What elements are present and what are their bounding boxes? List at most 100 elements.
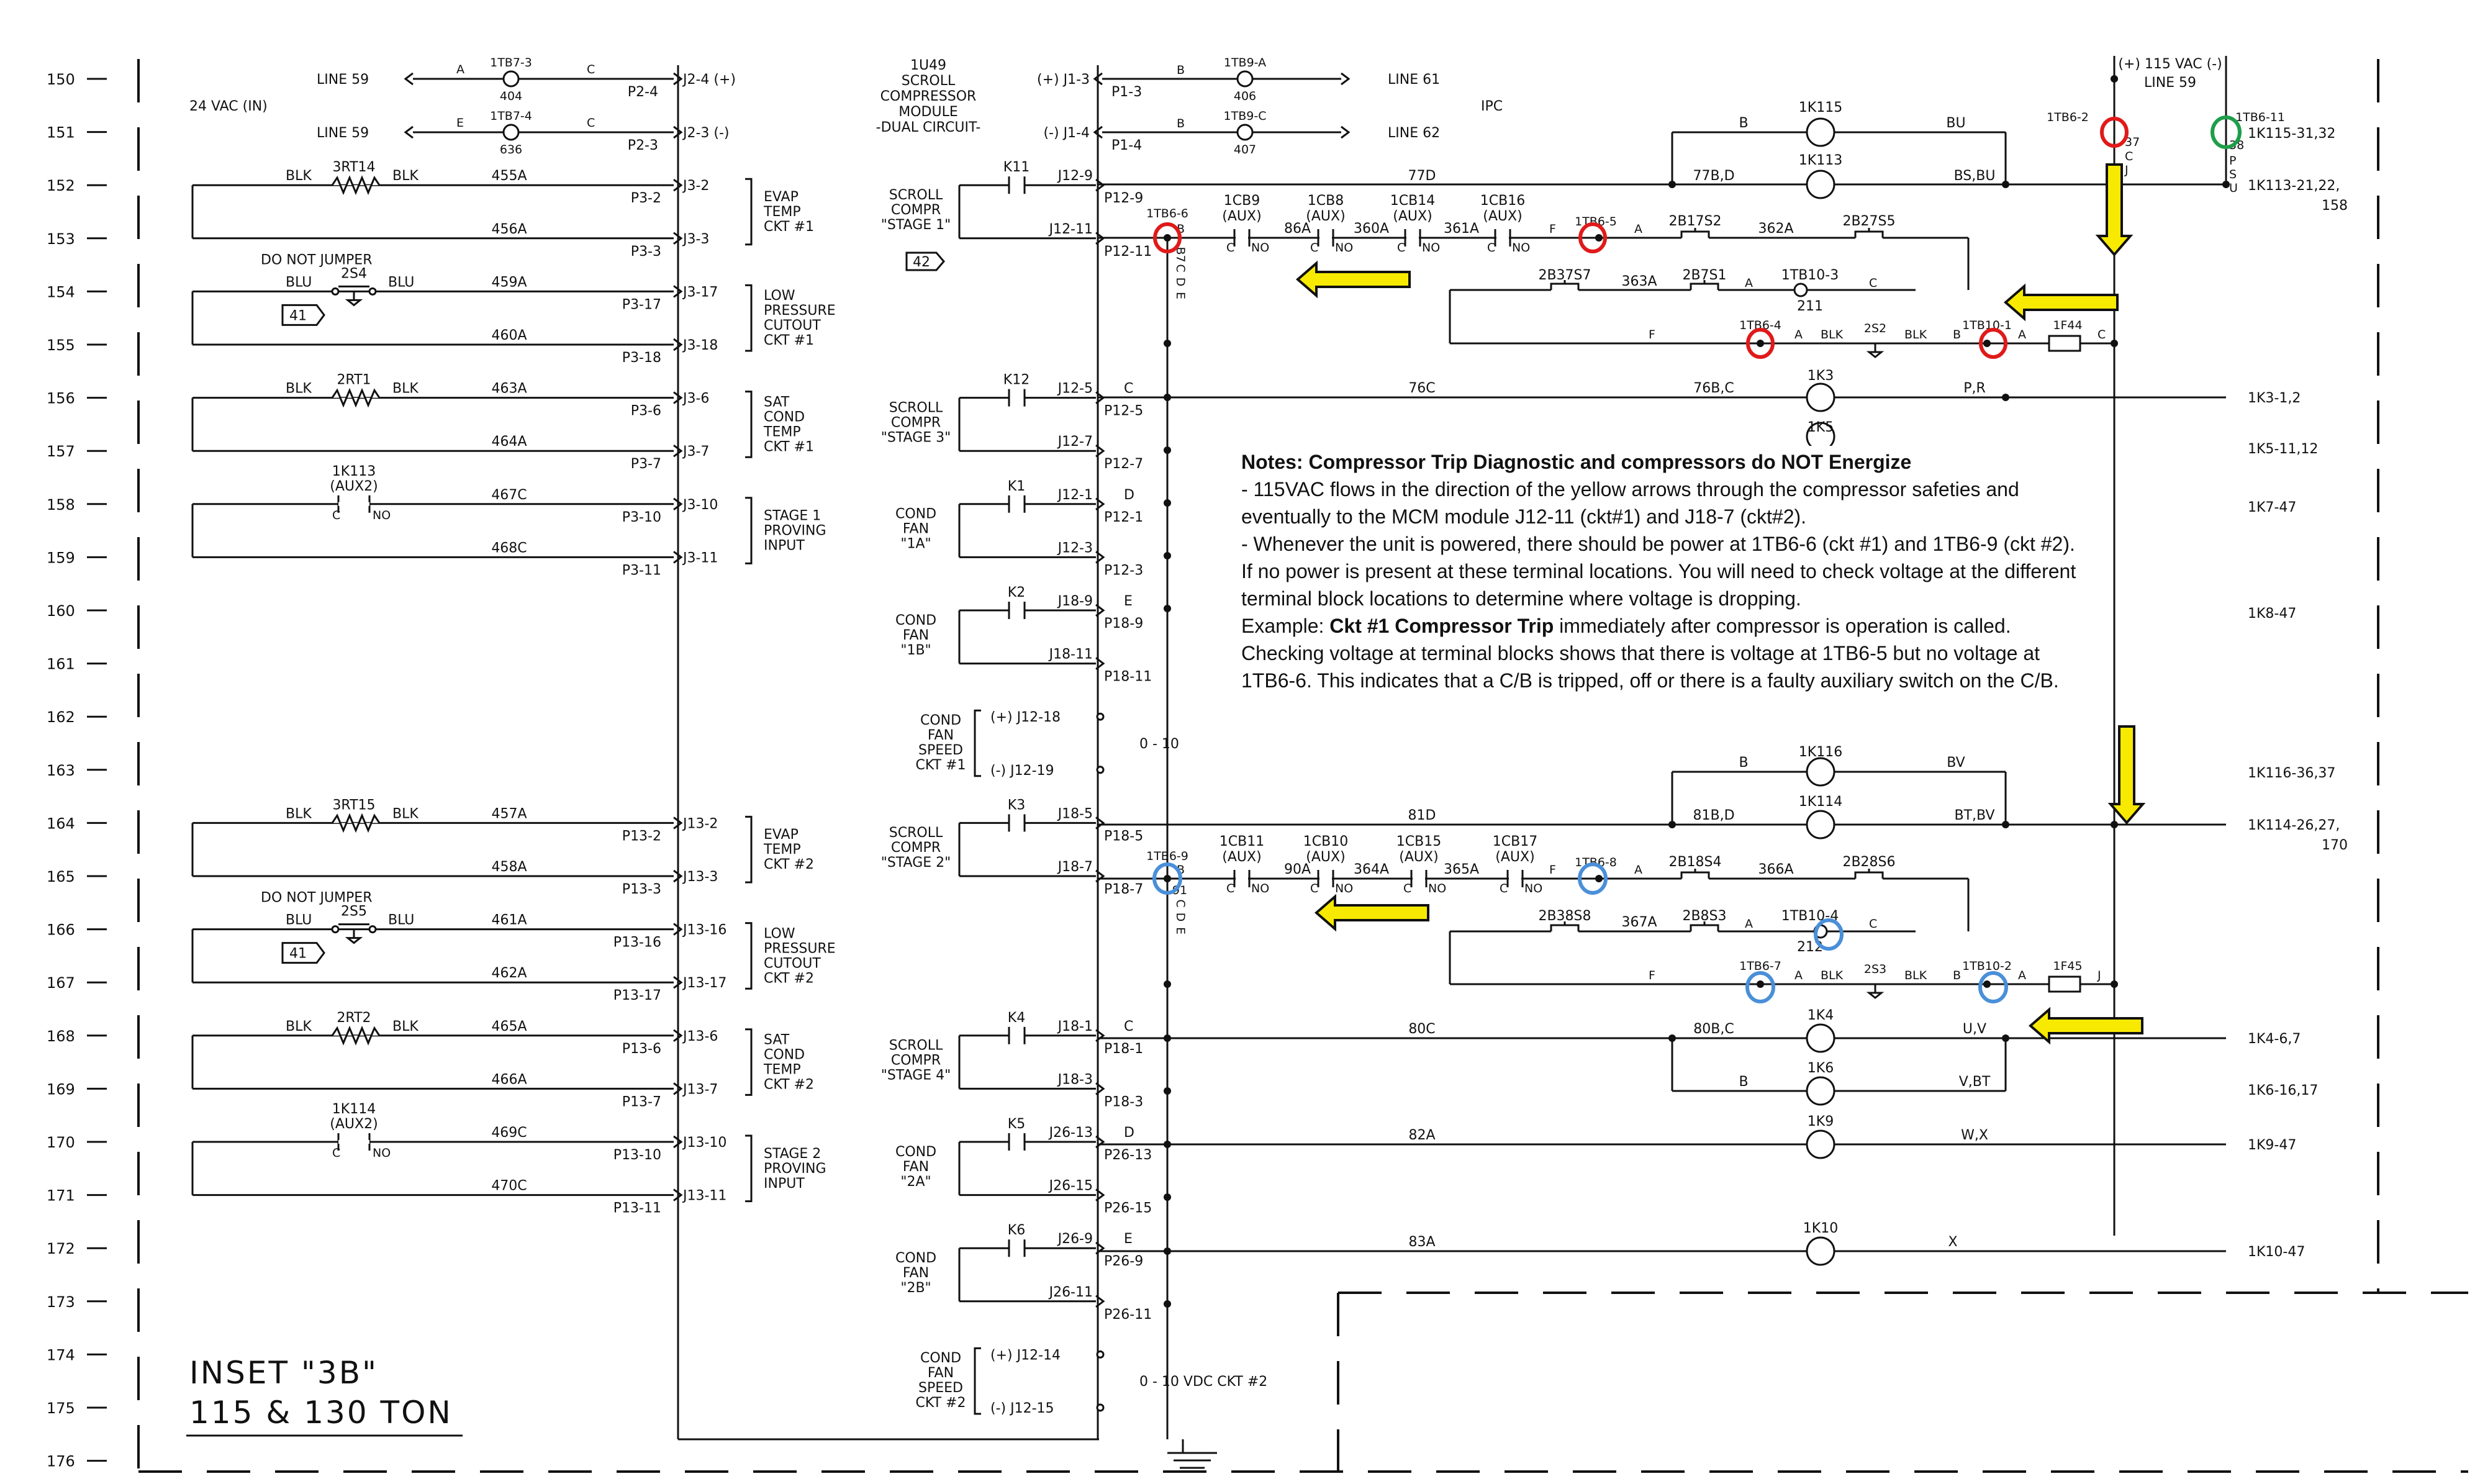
supply-label: 24 VAC (IN) <box>189 99 268 114</box>
junction-dot <box>1164 605 1171 612</box>
switch-label: 2B7S1 <box>1682 268 1726 283</box>
wire-letter: A <box>456 63 464 76</box>
terminal-circle <box>1236 124 1254 141</box>
wire-letter: J <box>2097 969 2101 982</box>
wire-letter: P <box>2229 154 2236 168</box>
notes-example: Example: Ckt #1 Compressor Trip immediat… <box>1241 612 2086 694</box>
wire-color: BLK <box>1821 328 1844 342</box>
line-59-label: LINE 59 <box>317 125 369 141</box>
cross-reference: 1K5-11,12 <box>2248 441 2318 457</box>
bracket <box>745 1028 753 1096</box>
ckt1-test-point-marker <box>1153 222 1182 253</box>
module-title: COMPRESSOR <box>880 89 977 104</box>
plug-letter: C <box>1124 381 1133 397</box>
junction-dot <box>1164 446 1171 454</box>
plug-label: P1-3 <box>1111 84 1142 100</box>
jack-label: J26-9 <box>1057 1231 1093 1247</box>
contact-c: C <box>1226 882 1234 895</box>
switch-label: 2S4 <box>341 266 367 281</box>
bracket-caption: LOW <box>764 926 795 941</box>
switch-label: 2B28S6 <box>1842 854 1895 870</box>
bracket <box>745 922 753 990</box>
jack-label: J18-11 <box>1048 647 1093 663</box>
vdc-label: 0 - 10 VDC CKT #2 <box>1139 1374 1267 1390</box>
notes-paragraph-1: - 115VAC flows in the direction of the y… <box>1241 478 2019 528</box>
junction-dot <box>1164 1034 1171 1042</box>
jack-arrow <box>673 1029 683 1042</box>
row-number: 159 <box>47 549 75 566</box>
cross-reference: 1K9-47 <box>2248 1138 2296 1153</box>
bracket-caption: CKT #2 <box>764 970 814 986</box>
plug-letter: E <box>1124 594 1133 609</box>
aux-label: (AUX) <box>1393 209 1432 224</box>
switch-contact <box>331 287 340 296</box>
aux-label: (AUX) <box>1483 209 1522 224</box>
plug-label: P3-7 <box>631 456 661 472</box>
notes-example-label: Example: <box>1241 615 1324 637</box>
wire-number: 459A <box>491 274 527 290</box>
wire-color: BLK <box>1821 969 1844 982</box>
jack-label: J13-17 <box>682 975 726 991</box>
output-caption: SCROLL <box>889 188 943 203</box>
wire-letter: B <box>1177 63 1185 77</box>
wire-letter: A <box>1794 328 1803 342</box>
contact-c: C <box>1310 882 1318 895</box>
bracket-caption: SAT <box>764 394 790 410</box>
bracket-caption: PRESSURE <box>764 303 836 319</box>
wire-letter: B <box>1739 1074 1748 1090</box>
contact-no: NO <box>1512 241 1530 255</box>
row-number: 168 <box>47 1028 75 1045</box>
module-title: SCROLL <box>902 73 956 89</box>
terminal-label: 1TB6-8 <box>1575 856 1617 869</box>
relay-label: 1K6 <box>1808 1061 1834 1076</box>
wire-number: P,R <box>1963 381 1986 396</box>
junction-dot <box>1164 1300 1171 1308</box>
relay-label: 1K5 <box>1808 420 1834 435</box>
speed-caption: CKT #2 <box>916 1395 966 1411</box>
plug-label: P13-17 <box>613 988 661 1003</box>
thermistor-symbol <box>331 175 381 196</box>
wire-number: 469C <box>491 1125 527 1141</box>
pressure-switch-symbol <box>345 929 363 944</box>
wire-number: 462A <box>491 966 527 981</box>
wire-number: 470C <box>491 1179 527 1194</box>
contact-no: NO <box>373 1146 391 1160</box>
cross-reference: 158 <box>2322 198 2348 214</box>
junction-dot <box>1164 1141 1171 1148</box>
pressure-switch-symbol <box>1866 984 1885 999</box>
bracket-caption: CKT #2 <box>764 1077 814 1093</box>
wire-color: BLK <box>286 806 312 821</box>
speed-caption: FAN <box>928 728 954 743</box>
bracket <box>974 1347 981 1415</box>
wire-color: BLK <box>392 806 419 821</box>
bracket-caption: COND <box>764 409 805 425</box>
junction-dot <box>1164 980 1171 988</box>
wire-number: W,X <box>1961 1128 1988 1143</box>
diagnostic-notes: Notes: Compressor Trip Diagnostic and co… <box>1238 446 2089 697</box>
aux-label: (AUX) <box>1306 209 1345 224</box>
wire-letter: F <box>1649 969 1655 982</box>
aux-label: (AUX) <box>1306 849 1345 865</box>
wire-number: 463A <box>491 381 527 397</box>
speed-minus: (-) J12-19 <box>990 763 1054 779</box>
jack-arrow <box>673 179 683 192</box>
wire-number: BU <box>1946 115 1965 131</box>
plug-label: P12-1 <box>1104 510 1143 525</box>
terminal-label: 1TB6-11 <box>2235 111 2285 124</box>
row-number: 162 <box>47 708 75 726</box>
relay-label: K12 <box>1003 373 1030 388</box>
contact-no: NO <box>1335 241 1353 255</box>
contact-no: NO <box>1524 882 1542 895</box>
wire-number: 457A <box>491 806 527 821</box>
terminal-letter: C <box>1174 899 1187 907</box>
cross-reference: 1K8-47 <box>2248 606 2296 622</box>
wire-color: BLK <box>392 1019 419 1034</box>
row-number: 157 <box>47 443 75 460</box>
flow-arrow-down <box>2095 163 2134 257</box>
junction-dot <box>2111 821 2118 828</box>
wire-number: 455A <box>491 168 527 184</box>
bracket-caption: PROVING <box>764 523 826 539</box>
input-brackets <box>186 178 753 1437</box>
terminal-dot <box>1096 712 1105 721</box>
terminal-label: 1TB9-C <box>1224 109 1267 123</box>
